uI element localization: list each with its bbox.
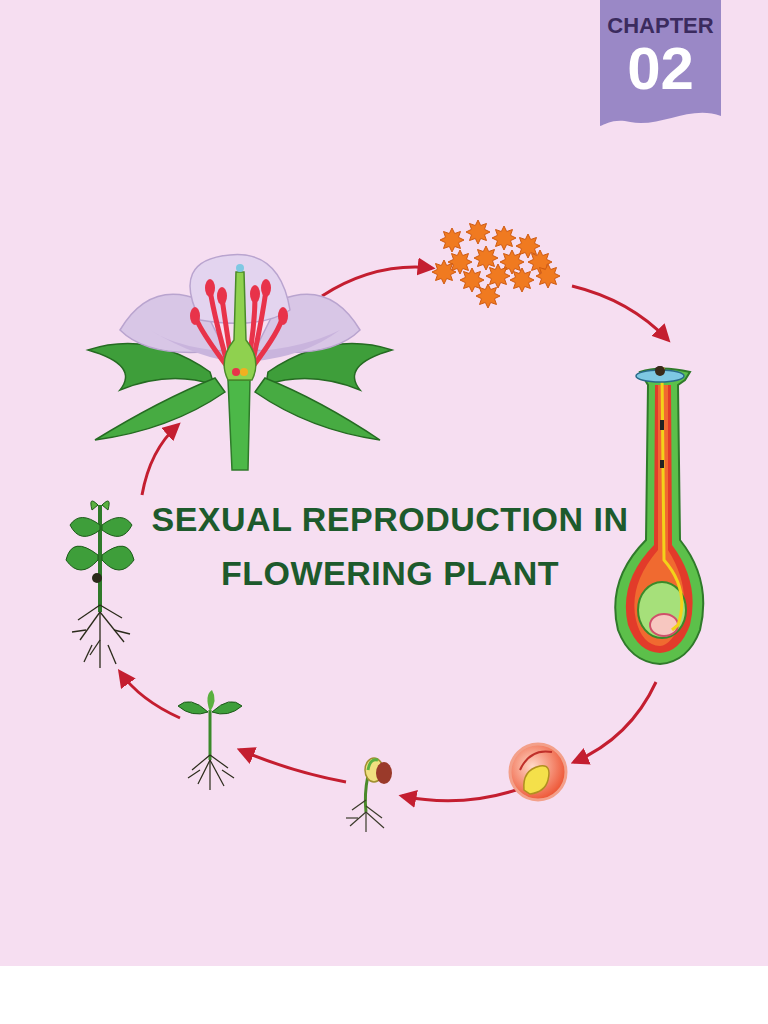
mature-plant: [66, 501, 134, 668]
pollen-grain: [486, 264, 510, 288]
chapter-label: CHAPTER: [604, 14, 717, 37]
chapter-number: 02: [604, 37, 717, 100]
germinating-seed: [346, 758, 392, 832]
seed: [510, 744, 566, 800]
pollen-grain: [474, 246, 498, 270]
pollen-grain: [536, 264, 560, 288]
pollen-grain: [440, 228, 464, 252]
pollen-grains: [432, 220, 560, 308]
pollen-grain: [466, 220, 490, 244]
tab-fill: [600, 0, 721, 126]
cycle-arrows: [120, 267, 668, 801]
young-plant: [178, 690, 242, 790]
pollen-grain: [510, 268, 534, 292]
chapter-tab: CHAPTER02: [600, 0, 721, 128]
background: [0, 0, 768, 966]
pollen-grain: [432, 260, 456, 284]
pollen-grain: [492, 226, 516, 250]
flower: [88, 255, 392, 470]
title: SEXUAL REPRODUCTION IN FLOWERING PLANT: [150, 492, 630, 600]
pollen-grain: [476, 284, 500, 308]
